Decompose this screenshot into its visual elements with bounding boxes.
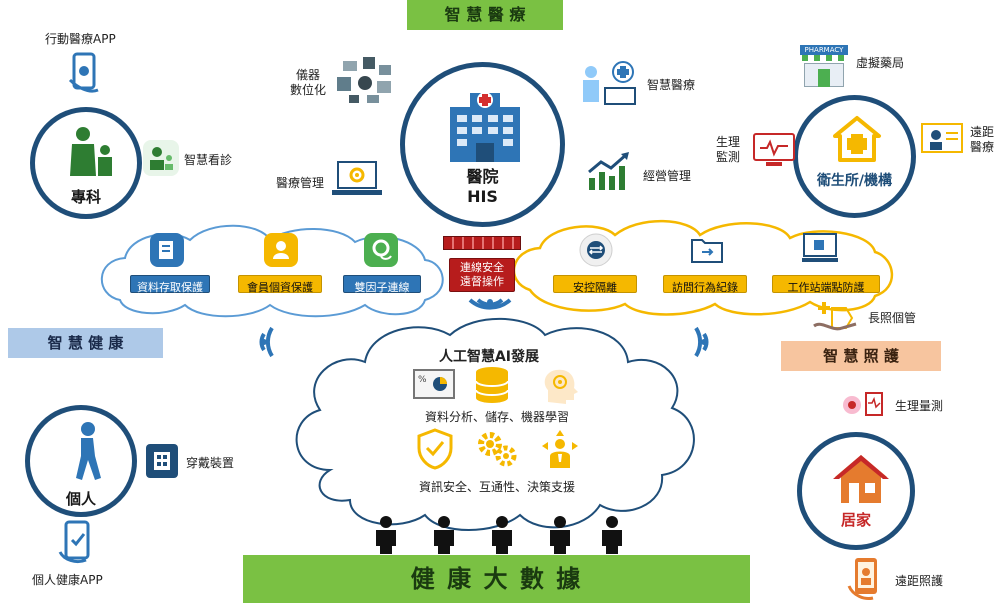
vital-measure-icon bbox=[843, 392, 883, 416]
virtual-pharmacy-label: 虛擬藥局 bbox=[856, 56, 905, 70]
interop-gears-icon bbox=[478, 432, 517, 467]
ai-row2-label: 資訊安全、互通性、決策支援 bbox=[418, 480, 575, 494]
wifi-left-icon bbox=[259, 326, 274, 358]
chip-data-access: 資料存取保護 bbox=[130, 275, 210, 294]
specialty-label: 專科 bbox=[70, 188, 101, 206]
data-analysis-icon: % bbox=[413, 369, 455, 399]
medical-team-icon bbox=[583, 61, 636, 105]
chip-two-factor: 雙因子連線 bbox=[343, 275, 421, 294]
vital-monitor-label: 生理 監測 bbox=[713, 135, 743, 165]
people-row-icon bbox=[376, 516, 622, 554]
personal-phone-icon bbox=[58, 520, 90, 564]
telemedicine-icon bbox=[921, 123, 963, 153]
pharmacy-sign: PHARMACY bbox=[800, 45, 848, 55]
tele-line2: 醫療 bbox=[969, 140, 994, 154]
telemedicine-label: 遠距 醫療 bbox=[967, 125, 997, 155]
left-banner: 智 慧 健 康 bbox=[8, 328, 163, 358]
two-factor-icon bbox=[364, 233, 398, 267]
phone-hand-icon bbox=[68, 52, 99, 93]
chip-remote-ops: 連線安全 遠督操作 bbox=[449, 258, 515, 292]
right-banner: 智 慧 照 護 bbox=[781, 341, 941, 371]
smart-consult-label: 智慧看診 bbox=[184, 153, 233, 167]
clinic-house-icon bbox=[833, 116, 881, 162]
business-mgmt-label: 經營管理 bbox=[643, 169, 692, 183]
med-mgmt-label: 醫療管理 bbox=[276, 176, 325, 190]
home-icon bbox=[833, 455, 889, 503]
hospital-label: 醫院 HIS bbox=[405, 167, 560, 207]
wearable-label: 穿戴裝置 bbox=[186, 456, 235, 470]
remote-ops-icon bbox=[443, 236, 521, 250]
clinic-label: 衛生所/機構 bbox=[816, 173, 893, 189]
chip-remote-ops-line2: 遠督操作 bbox=[460, 275, 504, 288]
individual-label: 個人 bbox=[65, 490, 96, 508]
pharmacy-icon: PHARMACY bbox=[800, 45, 848, 87]
chip-endpoint-protection: 工作站端點防護 bbox=[772, 275, 880, 294]
instrument-line2: 數位化 bbox=[289, 83, 326, 97]
security-shield-icon bbox=[417, 428, 453, 470]
machine-learning-icon bbox=[544, 369, 578, 404]
laptop-gear-icon bbox=[332, 161, 382, 195]
instrument-cluster-icon bbox=[337, 57, 391, 103]
personal-app-label: 個人健康APP bbox=[32, 573, 103, 587]
tele-line1: 遠距 bbox=[969, 125, 994, 139]
chip-access-log: 訪問行為紀錄 bbox=[663, 275, 747, 294]
instrument-line1: 儀器 bbox=[295, 68, 320, 82]
vital-line1: 生理 bbox=[715, 135, 740, 149]
chip-member-privacy: 會員個資保護 bbox=[238, 275, 322, 294]
hospital-icon bbox=[450, 92, 520, 162]
parent-child-icon bbox=[70, 127, 112, 176]
hospital-label-line1: 醫院 bbox=[466, 167, 499, 186]
wearable-icon bbox=[146, 444, 178, 478]
decision-support-icon bbox=[542, 430, 578, 468]
individual-circle: 個人 bbox=[25, 405, 137, 517]
member-privacy-icon bbox=[264, 233, 298, 267]
home-label: 居家 bbox=[840, 511, 871, 529]
chip-isolation: 安控隔離 bbox=[553, 275, 637, 294]
smart-medical-label: 智慧醫療 bbox=[647, 78, 696, 92]
ai-row1-label: 資料分析、儲存、機器學習 bbox=[424, 410, 569, 424]
instrument-digitize-label: 儀器 數位化 bbox=[288, 68, 328, 98]
bottom-banner: 健 康 大 數 據 bbox=[243, 555, 750, 603]
home-circle: 居家 bbox=[797, 432, 915, 550]
hospital-circle: 醫院 HIS bbox=[400, 62, 565, 227]
vital-line2: 監測 bbox=[715, 150, 740, 164]
vital-measure-label: 生理量測 bbox=[895, 399, 944, 413]
growth-chart-icon bbox=[588, 152, 629, 190]
top-banner: 智 慧 醫 療 bbox=[407, 0, 563, 30]
isolation-icon bbox=[579, 233, 613, 267]
mobile-app-label: 行動醫療APP bbox=[45, 32, 116, 46]
care-hand-icon bbox=[813, 302, 857, 331]
folder-log-icon bbox=[691, 239, 723, 263]
heart-monitor-icon bbox=[753, 133, 795, 166]
remote-care-label: 遠距照護 bbox=[895, 574, 944, 588]
wifi-right-icon bbox=[694, 326, 709, 358]
workstation-icon bbox=[802, 233, 838, 262]
database-icon bbox=[475, 367, 509, 403]
ai-title: 人工智慧AI發展 bbox=[438, 349, 540, 365]
chip-remote-ops-line1: 連線安全 bbox=[460, 261, 504, 274]
svg-text:%: % bbox=[418, 375, 427, 385]
longterm-care-label: 長照個管 bbox=[868, 311, 917, 325]
hospital-label-line2: HIS bbox=[467, 187, 498, 206]
doctor-consult-icon bbox=[143, 140, 179, 176]
wifi-center-icon bbox=[468, 298, 512, 310]
specialty-circle: 專科 bbox=[30, 107, 142, 219]
clinic-circle: 衛生所/機構 bbox=[793, 95, 916, 218]
data-access-icon bbox=[150, 233, 184, 267]
walking-person-icon bbox=[76, 422, 101, 480]
remote-phone-icon bbox=[847, 558, 877, 600]
